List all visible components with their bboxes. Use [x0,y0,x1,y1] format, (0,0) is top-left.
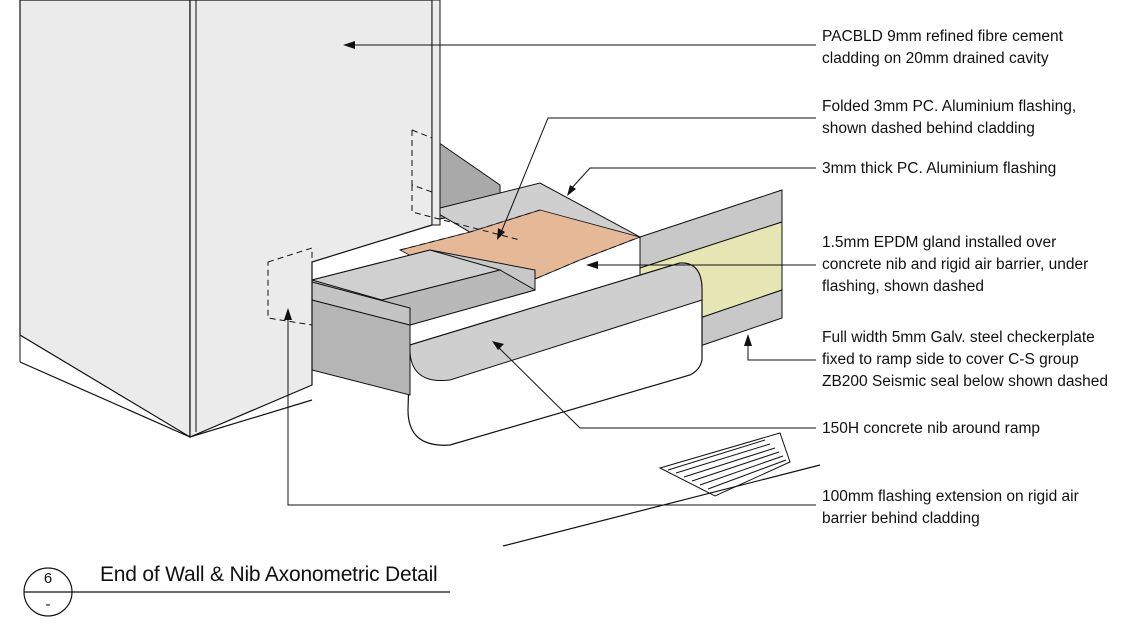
callout-checkerplate: Full width 5mm Galv. steel checkerplate … [822,327,1122,393]
callout-line: 150H concrete nib around ramp [822,420,1040,437]
callout-line: Full width 5mm Galv. steel checkerplate [822,329,1095,346]
detail-reference-symbol [23,567,450,617]
detail-title: End of Wall & Nib Axonometric Detail [100,563,438,586]
callout-flashing: 3mm thick PC. Aluminium flashing [822,158,1122,180]
callout-concrete-nib: 150H concrete nib around ramp [822,418,1122,440]
callout-line: 1.5mm EPDM gland installed over [822,234,1057,251]
callout-line: 100mm flashing extension on rigid air [822,488,1079,505]
callout-line: fixed to ramp side to cover C-S group [822,351,1079,368]
callout-line: Folded 3mm PC. Aluminium flashing, [822,98,1077,115]
leader-lines [287,44,816,506]
callout-cladding: PACBLD 9mm refined fibre cement cladding… [822,26,1122,70]
callout-line: shown dashed behind cladding [822,120,1035,137]
callout-folded-flashing: Folded 3mm PC. Aluminium flashing, shown… [822,96,1122,140]
concrete-nib [407,262,703,446]
callout-line: ZB200 Seismic seal below shown dashed [822,373,1109,390]
callout-flashing-extension: 100mm flashing extension on rigid air ba… [822,486,1122,530]
callout-line: cladding on 20mm drained cavity [822,50,1049,67]
callout-line: barrier behind cladding [822,510,980,527]
hidden-flashing-outline [267,129,521,326]
callout-line: flashing, shown dashed [822,278,985,295]
detail-number: 6 [43,570,53,587]
leader-arrowheads [284,41,752,350]
detail-sheet: - [45,596,51,613]
ground-hatch [502,432,821,547]
callout-line: 3mm thick PC. Aluminium flashing [822,160,1057,177]
callout-line: PACBLD 9mm refined fibre cement [822,28,1063,45]
callout-line: concrete nib and rigid air barrier, unde… [822,256,1089,273]
callout-epdm-gland: 1.5mm EPDM gland installed over concrete… [822,232,1122,298]
